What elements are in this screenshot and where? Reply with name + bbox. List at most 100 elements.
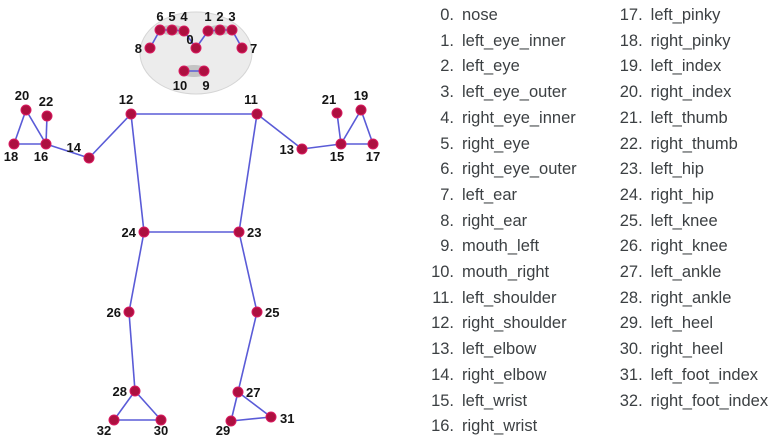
landmark-name: mouth_left	[462, 237, 540, 256]
landmark-number: 18.	[619, 31, 643, 50]
skeleton-edge-29-31	[230, 416, 272, 422]
landmark-name: left_hip	[650, 160, 704, 179]
landmark-point-left_heel	[225, 415, 237, 427]
landmark-name: left_heel	[650, 314, 714, 333]
landmark-name: left_thumb	[650, 108, 728, 127]
landmark-row-left_eye: 2.left_eye	[424, 54, 577, 80]
landmark-row-left_eye_outer: 3.left_eye_outer	[424, 80, 577, 106]
landmark-point-label-left_hip: 23	[247, 225, 261, 240]
landmark-point-right_knee	[123, 306, 135, 318]
landmark-number: 24.	[619, 185, 643, 204]
skeleton-edge-28-30	[134, 390, 162, 421]
skeleton-edge-13-15	[301, 143, 342, 150]
landmark-point-left_ear	[236, 42, 248, 54]
landmark-point-label-right_knee: 26	[107, 305, 121, 320]
landmark-name: right_pinky	[650, 31, 731, 50]
landmark-number: 25.	[619, 211, 643, 230]
landmark-point-label-left_wrist: 15	[330, 149, 344, 164]
landmark-point-right_hip	[138, 226, 150, 238]
landmark-point-right_ear	[144, 42, 156, 54]
landmark-number: 22.	[619, 134, 643, 153]
landmark-point-mouth_left	[198, 65, 210, 77]
landmark-name: right_elbow	[462, 365, 547, 384]
landmark-number: 32.	[619, 391, 643, 410]
landmark-number: 4.	[440, 108, 454, 127]
landmark-row-left_foot_index: 31. left_foot_index	[613, 363, 768, 389]
landmark-name: left_foot_index	[650, 365, 759, 384]
landmark-number: 23.	[619, 160, 643, 179]
landmark-name: right_eye	[462, 134, 530, 153]
landmark-point-mouth_right	[178, 65, 190, 77]
landmark-point-label-right_wrist: 16	[34, 149, 48, 164]
landmark-row-right_heel: 30.right_heel	[613, 337, 768, 363]
skeleton-edge-24-26	[128, 231, 145, 313]
landmark-row-mouth_left: 9. mouth_left	[424, 234, 577, 260]
landmark-name: right_hip	[650, 185, 714, 204]
skeleton-edge-11-13	[256, 113, 303, 150]
landmark-point-left_knee	[251, 306, 263, 318]
landmark-point-label-left_heel: 29	[216, 423, 230, 438]
landmark-point-label-right_foot_index: 32	[97, 423, 111, 438]
landmark-row-right_ankle: 28.right_ankle	[613, 286, 768, 312]
landmark-row-left_hip: 23. left_hip	[613, 157, 768, 183]
landmark-row-right_foot_index: 32.right_foot_index	[613, 389, 768, 415]
landmark-number: 5.	[440, 134, 454, 153]
landmark-row-left_shoulder: 11.left_shoulder	[424, 286, 577, 312]
landmark-row-right_knee: 26.right_knee	[613, 234, 768, 260]
landmark-row-left_index: 19.left_index	[613, 54, 768, 80]
landmark-point-right_foot_index	[108, 414, 120, 426]
landmark-point-label-right_pinky: 18	[4, 149, 18, 164]
landmark-row-left_elbow: 13.left_elbow	[424, 337, 577, 363]
landmark-row-right_wrist: 16.right_wrist	[424, 414, 577, 440]
landmark-point-left_elbow	[296, 143, 308, 155]
landmark-point-label-left_knee: 25	[265, 305, 279, 320]
landmark-point-right_thumb	[41, 110, 53, 122]
landmark-number: 9.	[440, 237, 454, 256]
landmark-row-nose: 0.nose	[424, 3, 577, 29]
landmark-number: 0.	[440, 6, 454, 24]
landmark-point-nose	[190, 42, 202, 54]
landmark-point-right_shoulder	[125, 108, 137, 120]
skeleton-edge-18-20	[13, 109, 27, 145]
skeleton-edge-27-31	[237, 391, 272, 418]
landmark-name: left_wrist	[462, 391, 528, 410]
landmark-point-label-left_index: 19	[354, 88, 368, 103]
landmark-point-right_eye	[166, 24, 178, 36]
landmark-row-right_hip: 24. right_hip	[613, 183, 768, 209]
landmark-row-right_thumb: 22.right_thumb	[613, 132, 768, 158]
landmark-point-right_index	[20, 104, 32, 116]
landmark-row-right_index: 20.right_index	[613, 80, 768, 106]
landmark-number: 15.	[431, 391, 454, 410]
landmark-number: 2.	[440, 57, 454, 76]
landmark-name: left_eye_outer	[462, 83, 567, 102]
landmark-point-label-left_ear: 7	[250, 41, 257, 56]
landmark-name: right_shoulder	[462, 314, 567, 333]
landmark-point-right_eye_inner	[178, 25, 190, 37]
landmark-point-right_eye_outer	[154, 24, 166, 36]
landmark-number: 1.	[440, 31, 454, 50]
landmark-point-label-right_shoulder: 12	[119, 92, 133, 107]
skeleton-edge-17-19	[360, 109, 374, 145]
landmark-point-label-left_shoulder: 11	[244, 92, 258, 107]
landmark-name: right_index	[650, 83, 732, 102]
landmark-row-right_shoulder: 12.right_shoulder	[424, 311, 577, 337]
landmark-number: 31.	[619, 365, 643, 384]
landmark-point-label-right_ankle: 28	[113, 384, 127, 399]
landmark-number: 14.	[431, 365, 454, 384]
landmark-point-right_pinky	[8, 138, 20, 150]
landmark-row-right_eye_outer: 6.right_eye_outer	[424, 157, 577, 183]
landmark-name: right_eye_outer	[462, 160, 577, 179]
landmark-row-left_thumb: 21.left_thumb	[613, 106, 768, 132]
landmark-row-mouth_right: 10.mouth_right	[424, 260, 577, 286]
landmark-number: 30.	[619, 340, 643, 359]
landmark-point-label-right_ear: 8	[135, 41, 142, 56]
landmark-name: right_eye_inner	[462, 108, 576, 127]
landmark-row-left_pinky: 17.left_pinky	[613, 3, 768, 29]
landmark-number: 10.	[431, 263, 454, 282]
landmark-number: 13.	[431, 340, 454, 359]
landmark-point-label-right_thumb: 22	[39, 94, 53, 109]
landmark-point-label-left_eye: 2	[216, 9, 223, 24]
landmark-point-label-right_eye_inner: 4	[180, 9, 188, 24]
